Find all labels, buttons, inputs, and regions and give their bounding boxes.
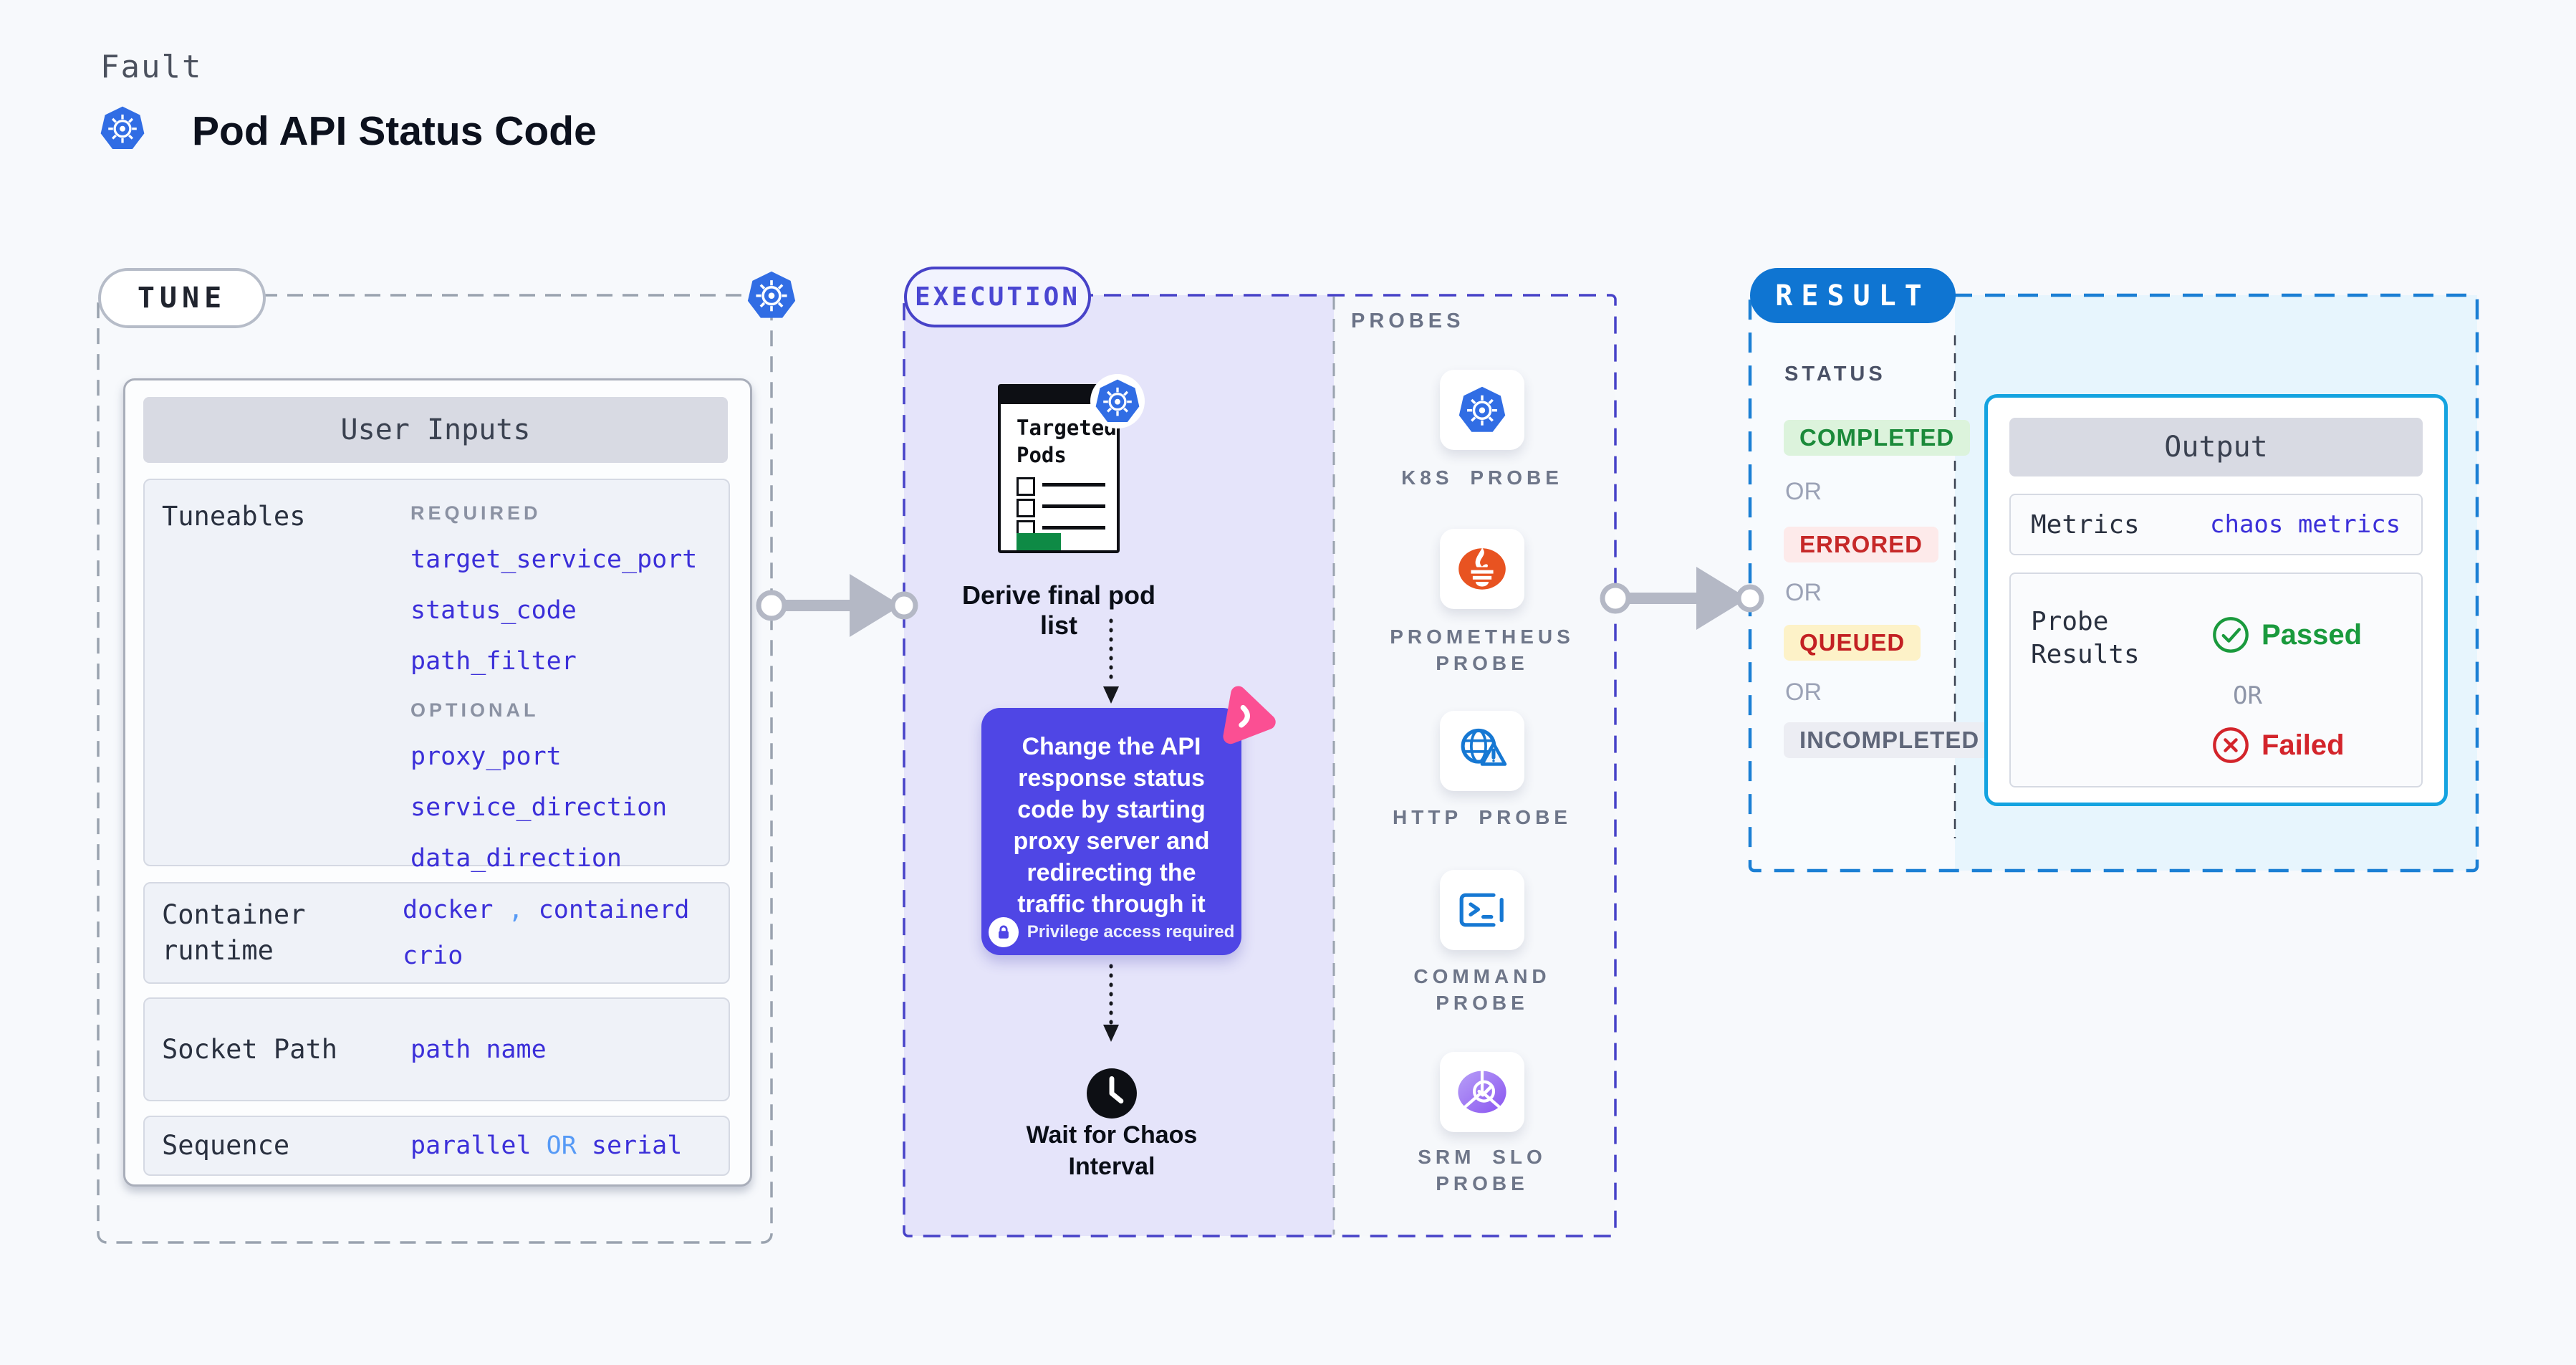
or-separator: OR xyxy=(2233,681,2262,710)
privilege-text: Privilege access required xyxy=(1027,922,1235,942)
result-badge: RESULT xyxy=(1750,268,1956,323)
optional-label: OPTIONAL xyxy=(410,699,539,721)
kubernetes-icon xyxy=(1090,374,1145,428)
probes-title: PROBES xyxy=(1351,310,1465,332)
status-badge-queued: QUEUED xyxy=(1784,625,1921,661)
clock-icon xyxy=(1085,1066,1139,1121)
kubernetes-icon xyxy=(99,105,146,152)
command-probe-label: COMMAND PROBE xyxy=(1413,965,1551,1014)
tuneables-row: Tuneables REQUIRED target_service_port s… xyxy=(143,479,730,873)
tune-badge: TUNE xyxy=(98,268,266,328)
socket-path-value: path name xyxy=(410,1035,547,1064)
page-title: Pod API Status Code xyxy=(192,108,597,154)
output-card: Output Metrics chaos metrics Probe Resul… xyxy=(1984,394,2448,806)
user-inputs-header: User Inputs xyxy=(143,397,728,463)
metrics-value: chaos metrics xyxy=(2210,510,2401,539)
prometheus-probe-label: PROMETHEUS PROBE xyxy=(1390,626,1575,674)
execution-badge: EXECUTION xyxy=(904,267,1091,327)
or-separator: OR xyxy=(1785,679,1822,706)
required-label: REQUIRED xyxy=(410,502,542,524)
param-target-service-port: target_service_port xyxy=(410,545,698,574)
wait-chaos-interval-caption: Wait for Chaos Interval xyxy=(1026,1121,1198,1180)
container-runtime-label: Container runtime xyxy=(162,899,306,966)
passed-result: Passed xyxy=(2211,616,2362,654)
globe-warning-icon xyxy=(1452,721,1512,781)
list-line xyxy=(1042,504,1105,508)
http-probe-label: HTTP PROBE xyxy=(1393,806,1572,828)
status-badge-completed: COMPLETED xyxy=(1784,420,1971,456)
srm-slo-probe-label: SRM SLO PROBE xyxy=(1418,1146,1547,1194)
or-separator: OR xyxy=(1785,579,1822,606)
chaos-action-card: Change the API response status code by s… xyxy=(981,708,1241,955)
checkbox-icon xyxy=(1017,499,1035,517)
probe-results-label: Probe Results xyxy=(2031,607,2140,669)
metrics-row: Metrics chaos metrics xyxy=(2009,494,2423,555)
kubernetes-icon xyxy=(746,269,797,321)
chaos-pink-icon xyxy=(1209,679,1284,754)
pie-check-icon xyxy=(1452,1062,1512,1122)
socket-path-row: Socket Path path name xyxy=(143,997,730,1101)
runtime-crio: crio xyxy=(403,942,463,970)
param-service-direction: service_direction xyxy=(410,793,668,822)
param-path-filter: path_filter xyxy=(410,647,577,676)
arrow-execution-to-result xyxy=(1600,567,1764,630)
probe-results-row: Probe Results Passed OR Failed xyxy=(2009,573,2423,787)
output-header: Output xyxy=(2009,418,2423,476)
sequence-or: OR xyxy=(546,1131,577,1160)
x-circle-icon xyxy=(2211,726,2250,765)
derive-pod-list-caption: Derive final pod list xyxy=(961,580,1156,640)
param-proxy-port: proxy_port xyxy=(410,742,562,771)
prometheus-icon xyxy=(1453,540,1512,598)
http-probe-card xyxy=(1440,711,1524,791)
list-line xyxy=(1042,526,1105,530)
list-line xyxy=(1042,483,1105,487)
fault-kicker: Fault xyxy=(100,49,203,85)
failed-result: Failed xyxy=(2211,726,2345,765)
srm-slo-probe-card xyxy=(1440,1052,1524,1132)
passed-text: Passed xyxy=(2262,618,2363,651)
kubernetes-icon xyxy=(1457,385,1507,435)
arrow-tune-to-execution xyxy=(756,574,918,637)
status-badge-incompleted: INCOMPLETED xyxy=(1784,722,1996,758)
sequence-value: parallel OR serial xyxy=(410,1131,729,1160)
runtime-containerd: containerd xyxy=(538,896,690,924)
check-circle-icon xyxy=(2211,616,2250,654)
k8s-probe-label: K8S PROBE xyxy=(1401,466,1563,489)
container-runtime-row: Container runtime docker , containerd cr… xyxy=(143,882,730,984)
sequence-row: Sequence parallel OR serial xyxy=(143,1116,730,1176)
socket-path-label: Socket Path xyxy=(162,1033,338,1065)
runtime-docker: docker xyxy=(403,896,494,924)
container-runtime-values: docker , containerd crio xyxy=(403,896,729,970)
status-label: STATUS xyxy=(1784,363,1886,385)
chaos-action-text: Change the API response status code by s… xyxy=(1013,733,1210,918)
command-probe-card xyxy=(1440,870,1524,950)
param-data-direction: data_direction xyxy=(410,844,623,873)
privilege-note: Privilege access required xyxy=(981,917,1241,947)
tuneables-label: Tuneables xyxy=(162,501,306,532)
metrics-label: Metrics xyxy=(2031,509,2140,540)
failed-text: Failed xyxy=(2262,729,2345,761)
prometheus-probe-card xyxy=(1440,529,1524,609)
param-status-code: status_code xyxy=(410,596,577,625)
checkbox-icon xyxy=(1017,477,1035,496)
sequence-serial: serial xyxy=(591,1131,683,1160)
terminal-icon xyxy=(1453,881,1511,939)
or-separator: OR xyxy=(1785,478,1822,505)
k8s-probe-card xyxy=(1440,370,1524,450)
sequence-parallel: parallel xyxy=(410,1131,532,1160)
sequence-label: Sequence xyxy=(162,1130,290,1161)
runtime-separator: , xyxy=(508,896,524,924)
lock-icon xyxy=(988,917,1019,947)
status-badge-errored: ERRORED xyxy=(1784,527,1939,562)
green-progress-bar xyxy=(1017,533,1061,550)
tuneables-values: REQUIRED target_service_port status_code… xyxy=(410,480,729,893)
